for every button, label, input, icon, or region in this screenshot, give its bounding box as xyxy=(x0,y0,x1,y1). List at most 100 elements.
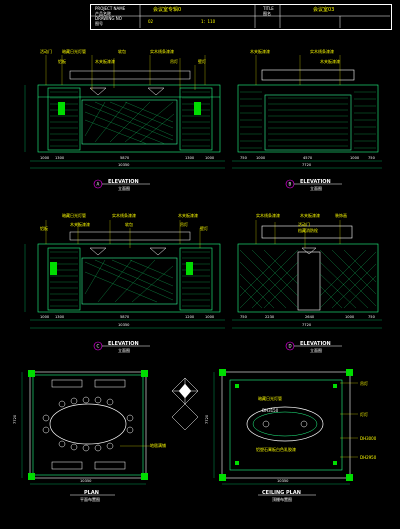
plan-sub: 平面布置图 xyxy=(80,496,100,502)
dim-total: 7720 xyxy=(302,323,312,327)
drawing-no-cn: 图号 xyxy=(95,21,103,26)
elevation-a: 活动门 暗藏日光灯管 软包 实木线条漆漆 铝板 木夹板漆漆 吊灯 壁灯 1000… xyxy=(24,48,225,191)
callout: 实木线条漆漆 xyxy=(256,212,280,218)
drawing-name: 会议室03 xyxy=(313,7,335,13)
svg-text:C: C xyxy=(97,344,100,349)
elevation-label: ELEVATION xyxy=(108,341,139,347)
drawing-no: 02 xyxy=(148,19,154,24)
svg-text:D: D xyxy=(289,344,292,349)
callout: 暗藏日光灯管 xyxy=(258,395,282,401)
dim-height: 7720 xyxy=(205,414,209,424)
dim: 1000 xyxy=(256,156,266,160)
elevation-sub: 立面图 xyxy=(310,347,322,353)
dim-total: 10350 xyxy=(80,479,92,483)
dim: 1200 xyxy=(185,315,195,319)
callout: 装饰画 xyxy=(335,212,347,218)
elevation-sub: 立面图 xyxy=(118,347,130,353)
dim: 750 xyxy=(368,156,376,160)
elevation-sub: 立面图 xyxy=(310,185,322,191)
title-label: TITLE xyxy=(263,6,274,11)
elevation-c: 暗藏日光灯管 实木线条漆漆 木夹板漆漆 铝板 木夹板漆漆 软包 吊灯 壁灯 10… xyxy=(24,212,225,353)
callout: 木夹板漆漆 xyxy=(320,58,340,64)
title-cn-label: 图名 xyxy=(263,11,271,16)
callout: 灯灯 xyxy=(360,411,368,417)
compass-icon xyxy=(171,377,199,431)
dim: 1000 xyxy=(345,315,355,319)
callout: 木夹板漆漆 xyxy=(95,58,115,64)
dim-total: 7720 xyxy=(302,163,312,167)
callout: 活动门 xyxy=(40,48,52,54)
drawing-scale: 1：110 xyxy=(201,19,216,24)
callout: 实木线条漆漆 xyxy=(150,48,174,54)
wall-lamp-right xyxy=(186,262,193,275)
dim: 1000 xyxy=(350,156,360,160)
dim: 750 xyxy=(240,156,248,160)
dim: 2640 xyxy=(305,315,315,319)
svg-text:B: B xyxy=(289,182,292,187)
callout: 地毯满铺 xyxy=(150,442,166,448)
dim: 1000 xyxy=(40,156,50,160)
dim-total: 10350 xyxy=(277,479,289,483)
dim: 4570 xyxy=(303,156,313,160)
callout: 铝板 xyxy=(40,225,48,231)
callout: 暗藏日光灯管 xyxy=(62,212,86,218)
callout: 壁灯 xyxy=(198,58,206,64)
callout: 活动门 xyxy=(298,221,310,227)
dim: 1300 xyxy=(55,315,65,319)
callout: 吊灯 xyxy=(180,221,188,227)
wall-lamp-left xyxy=(50,262,57,275)
product-name-label: 产品名称 xyxy=(95,11,111,16)
callout: 壁灯 xyxy=(200,225,208,231)
project-title: 会议室专辑0 xyxy=(153,7,182,13)
floor-plan: 地毯满铺 10350 7720 PLAN 平面布置图 xyxy=(13,370,166,502)
callout: 软包 xyxy=(118,48,126,54)
ceiling-oval xyxy=(246,406,324,442)
elevation-d: 实木线条漆漆 木夹板漆漆 装饰画 活动门 档藏消防栓 750 2230 2640… xyxy=(232,212,382,353)
dim: 750 xyxy=(368,315,376,319)
callout: 实木线条漆漆 xyxy=(310,48,334,54)
svg-text:A: A xyxy=(97,182,100,187)
callout: 木夹板漆漆 xyxy=(300,212,320,218)
callout: 木夹板漆漆 xyxy=(70,221,90,227)
conference-table xyxy=(49,403,127,445)
ceiling-label: CEILING PLAN xyxy=(262,490,301,496)
elevation-label: ELEVATION xyxy=(108,179,139,185)
callout: 实木线条漆漆 xyxy=(112,212,136,218)
callout: DH2950 xyxy=(360,455,377,460)
dim-height: 7720 xyxy=(13,414,17,424)
callout: 暗藏日光灯管 xyxy=(62,48,86,54)
wall-lamp-left xyxy=(58,102,65,115)
callout: 木夹板漆漆 xyxy=(250,48,270,54)
dim-total: 10350 xyxy=(118,323,130,327)
drawing-no-label: DRAWING NO xyxy=(95,16,122,21)
callout: 软包 xyxy=(125,221,133,227)
elevation-sub: 立面图 xyxy=(118,185,130,191)
callout: 木夹板漆漆 xyxy=(178,212,198,218)
elevation-label: ELEVATION xyxy=(300,341,331,347)
dim: 1300 xyxy=(185,156,195,160)
dim: 2230 xyxy=(265,315,275,319)
ceiling-plan: 暗藏日光灯管 铝塑石膏板白色乳胶漆 吊灯 DH3150 DH3000 DH295… xyxy=(205,369,377,502)
ceiling-sub: 顶棚布置图 xyxy=(272,496,292,502)
callout: 吊灯 xyxy=(170,58,178,64)
wall-lamp-right xyxy=(194,102,201,115)
dim: 5870 xyxy=(120,315,130,319)
dim: 1000 xyxy=(205,156,215,160)
dim: 750 xyxy=(240,315,248,319)
callout: DH3000 xyxy=(360,436,377,441)
callout: 铝板 xyxy=(58,58,66,64)
elevation-label: ELEVATION xyxy=(300,179,331,185)
callout: 铝塑石膏板白色乳胶漆 xyxy=(256,446,296,452)
dim-total: 10350 xyxy=(118,163,130,167)
elevation-b: 木夹板漆漆 实木线条漆漆 木夹板漆漆 750 1000 4570 1000 75… xyxy=(232,48,382,191)
title-block: PROJECT NAME 产品名称 DRAWING NO 图号 会议室专辑0 0… xyxy=(90,4,392,30)
callout: 吊灯 xyxy=(360,380,368,386)
dim: 1300 xyxy=(55,156,65,160)
callout: 档藏消防栓 xyxy=(298,227,318,233)
dim: 1000 xyxy=(205,315,215,319)
project-name-label: PROJECT NAME xyxy=(95,6,126,11)
dim: 1000 xyxy=(40,315,50,319)
callout: DH3150 xyxy=(262,408,279,413)
